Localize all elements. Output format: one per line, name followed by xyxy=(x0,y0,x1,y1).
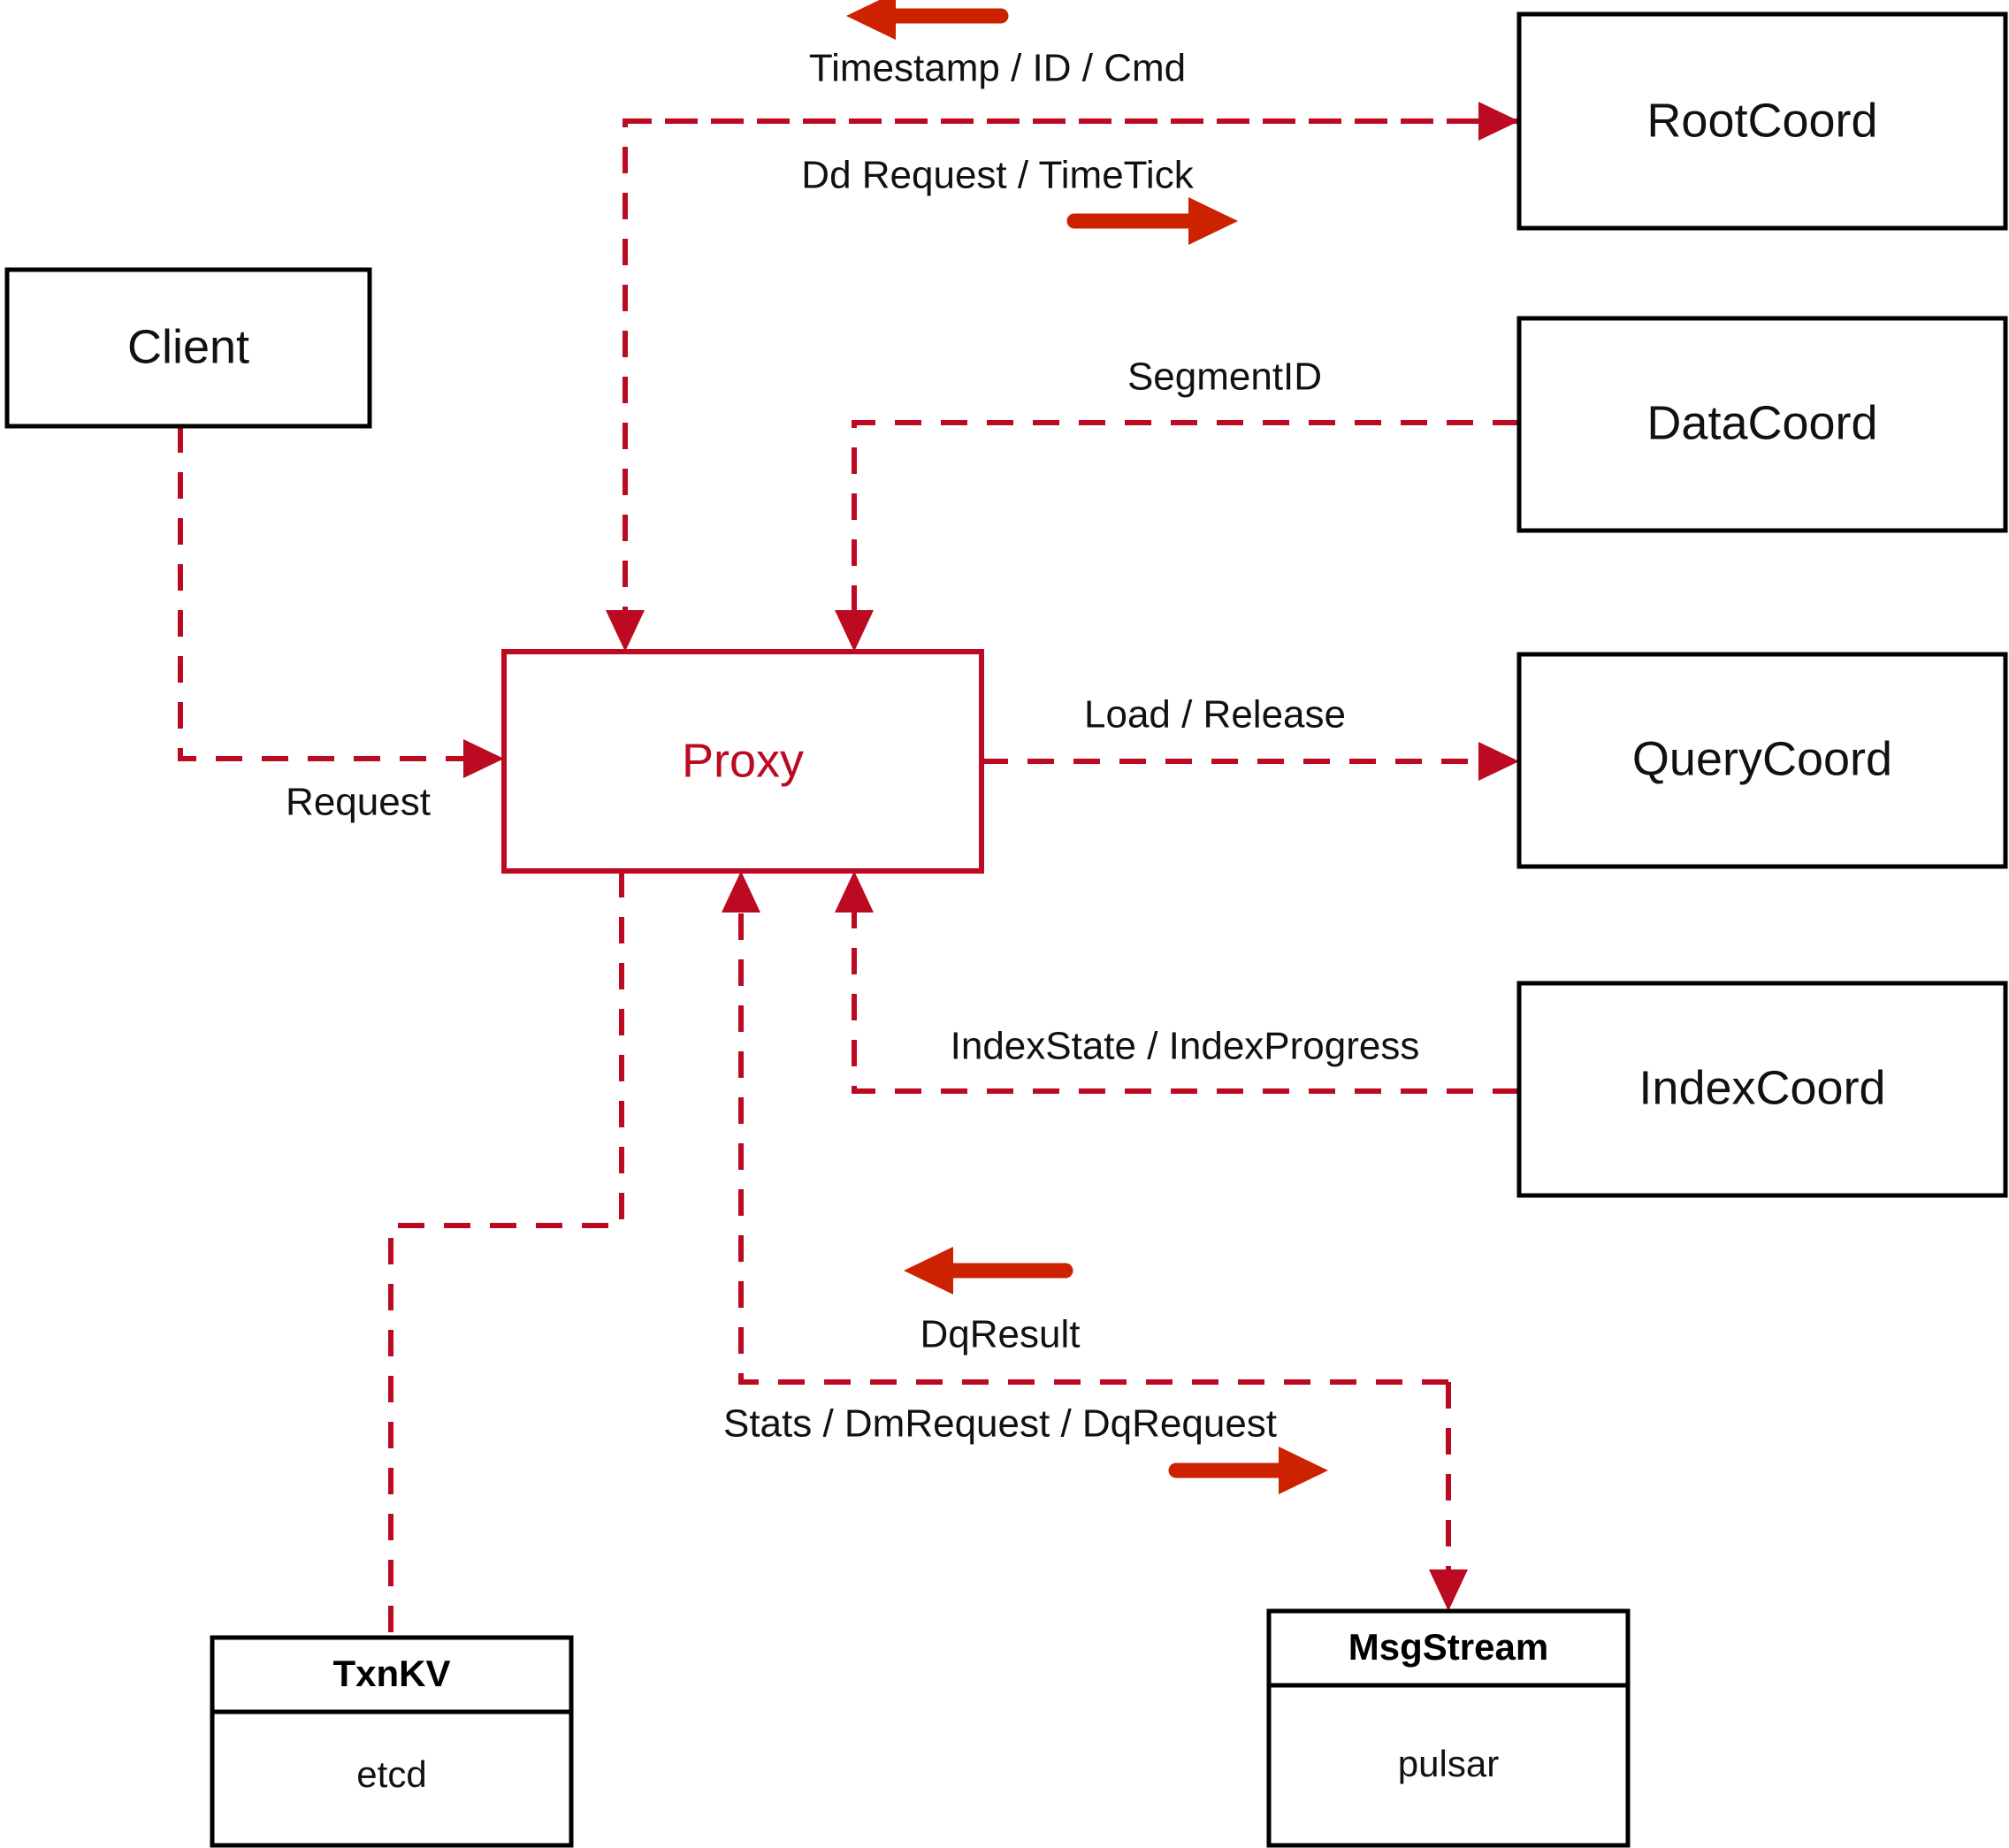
edge-proxy-rootcoord xyxy=(625,102,1519,141)
node-proxy-label: Proxy xyxy=(682,734,804,787)
node-client-box xyxy=(4,267,372,429)
edge-proxy-querycoord-arrowhead xyxy=(1478,742,1519,781)
edge-msgstream-proxy-arrowhead xyxy=(722,871,760,913)
edge-proxy-rootcoord-arrowhead xyxy=(1478,102,1519,141)
legend-arrow-timestamp-left-icon xyxy=(846,0,1009,40)
node-txnkv[interactable]: TxnKV etcd xyxy=(210,1635,574,1848)
node-msgstream-title: MsgStream xyxy=(1348,1626,1548,1668)
node-txnkv-box xyxy=(210,1635,574,1848)
edge-datacoord-proxy xyxy=(835,420,1519,652)
node-indexcoord-label: IndexCoord xyxy=(1639,1061,1885,1114)
node-client[interactable]: Client xyxy=(4,267,372,429)
node-querycoord[interactable]: QueryCoord xyxy=(1516,652,2008,869)
edge-client-proxy-path xyxy=(178,426,482,761)
edge-label-load-release: Load / Release xyxy=(1084,693,1346,737)
edge-indexcoord-proxy-path xyxy=(852,899,1519,1094)
node-rootcoord[interactable]: RootCoord xyxy=(1516,11,2008,231)
edge-label-indexstate-indexprogress: IndexState / IndexProgress xyxy=(951,1025,1420,1068)
node-indexcoord-box xyxy=(1516,981,2008,1198)
node-msgstream-box xyxy=(1266,1608,1631,1848)
edge-proxy-msgstream-arrowhead xyxy=(1429,1569,1468,1611)
node-datacoord[interactable]: DataCoord xyxy=(1516,316,2008,533)
node-txnkv-impl: etcd xyxy=(356,1753,426,1795)
edge-rootcoord-proxy-arrowhead xyxy=(606,610,645,652)
node-proxy-box xyxy=(501,649,984,874)
edge-proxy-txnkv-path xyxy=(388,871,624,1638)
edge-datacoord-proxy-arrowhead xyxy=(835,610,874,652)
edge-msgstream-proxy xyxy=(722,871,1448,1385)
node-txnkv-title: TxnKV xyxy=(332,1653,450,1694)
node-querycoord-label: QueryCoord xyxy=(1632,732,1892,785)
edge-msgstream-proxy-path xyxy=(738,899,1448,1385)
node-indexcoord[interactable]: IndexCoord xyxy=(1516,981,2008,1198)
edge-rootcoord-proxy xyxy=(606,118,1519,652)
edge-label-request-main: Request xyxy=(286,781,431,824)
legend-arrow-dqrequest-right-icon xyxy=(1168,1447,1328,1494)
edge-client-proxy-arrowhead xyxy=(463,739,504,778)
edge-label-segmentid: SegmentID xyxy=(1127,355,1322,399)
edge-client-proxy xyxy=(178,426,504,778)
edge-label-timestamp-id-cmd: Timestamp / ID / Cmd xyxy=(809,47,1186,90)
edge-label-dqresult: DqResult xyxy=(920,1313,1081,1356)
edge-label-dd-request-timetick: Dd Request / TimeTick xyxy=(801,154,1194,197)
edge-proxy-txnkv xyxy=(388,871,624,1638)
node-msgstream[interactable]: MsgStream pulsar xyxy=(1266,1608,1631,1848)
edge-proxy-msgstream xyxy=(1429,1382,1468,1611)
node-datacoord-label: DataCoord xyxy=(1646,396,1877,449)
node-rootcoord-label: RootCoord xyxy=(1646,94,1877,147)
edge-indexcoord-proxy-arrowhead xyxy=(835,871,874,913)
legend-arrow-dqresult-left-icon xyxy=(904,1247,1073,1294)
node-msgstream-impl: pulsar xyxy=(1398,1743,1499,1784)
node-proxy[interactable]: Proxy xyxy=(501,649,984,874)
legend-arrow-ddrequest-right-icon xyxy=(1066,197,1238,245)
edge-proxy-querycoord xyxy=(982,742,1519,781)
node-querycoord-box xyxy=(1516,652,2008,869)
node-rootcoord-box xyxy=(1516,11,2008,231)
edge-datacoord-proxy-path xyxy=(852,420,1519,623)
edge-label-stats-dmrequest-dqrequest: Stats / DmRequest / DqRequest xyxy=(723,1402,1277,1446)
edge-indexcoord-proxy xyxy=(835,871,1519,1094)
node-client-label: Client xyxy=(127,320,249,373)
node-datacoord-box xyxy=(1516,316,2008,533)
